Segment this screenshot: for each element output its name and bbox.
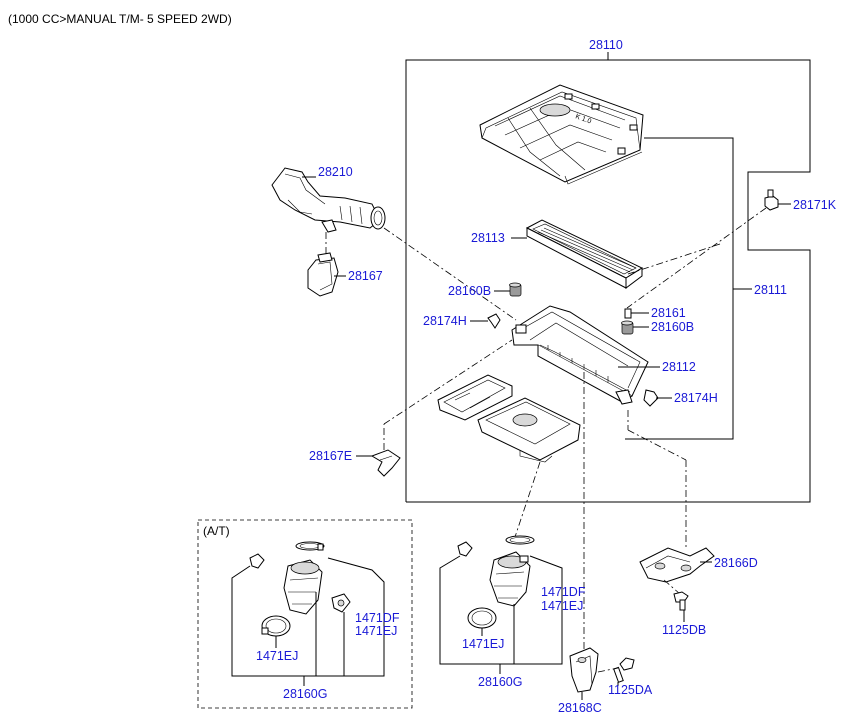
clip-left <box>487 313 501 329</box>
air-cleaner-lower-housing <box>511 305 649 405</box>
bracket-28168c <box>569 647 599 693</box>
assembly-frame <box>405 52 811 503</box>
label-1125db[interactable]: 1125DB <box>662 623 706 637</box>
resonator-tray-right <box>477 397 581 463</box>
label-1471ej-mid-side[interactable]: 1471EJ <box>541 599 583 613</box>
at-sensor-left <box>249 553 265 569</box>
pin-28161 <box>624 308 632 319</box>
air-cleaner-cover: K 1.0 <box>479 84 644 185</box>
bracket-28166d <box>639 547 715 583</box>
label-28167e[interactable]: 28167E <box>309 449 352 463</box>
label-28111[interactable]: 28111 <box>754 283 787 297</box>
at-clamp-bottom <box>261 615 291 637</box>
resonator-tray-left <box>437 374 513 421</box>
model-caption: (1000 CC>MANUAL T/M- 5 SPEED 2WD) <box>8 12 232 26</box>
label-28160b-left[interactable]: 28160B <box>448 284 491 298</box>
label-28174h-right[interactable]: 28174H <box>674 391 718 405</box>
label-1471ej-mid-bottom[interactable]: 1471EJ <box>462 637 504 651</box>
label-28174h-left[interactable]: 28174H <box>423 314 467 328</box>
label-1471ej-left-side[interactable]: 1471EJ <box>355 624 397 638</box>
label-28113[interactable]: 28113 <box>471 231 505 245</box>
label-28167[interactable]: 28167 <box>348 269 383 283</box>
air-intake-hose <box>271 167 386 233</box>
grommet-right <box>621 320 634 335</box>
at-inset-label: (A/T) <box>203 524 230 538</box>
label-28210[interactable]: 28210 <box>318 165 353 179</box>
air-filter-element <box>525 219 644 289</box>
at-clamp-top <box>295 541 325 551</box>
label-28161[interactable]: 28161 <box>651 306 686 320</box>
hose-bracket <box>307 252 339 297</box>
bolt-28171k <box>764 189 779 211</box>
label-28166d[interactable]: 28166D <box>714 556 758 570</box>
leader-28111 <box>625 137 752 440</box>
label-28160g-mid[interactable]: 28160G <box>478 675 522 689</box>
at-inset-frame <box>197 519 413 709</box>
bracket-28167e <box>370 449 401 477</box>
mid-intake-duct <box>489 551 531 607</box>
clip-right <box>643 389 659 407</box>
bolt-1125db <box>673 591 689 611</box>
label-1125da[interactable]: 1125DA <box>608 683 653 697</box>
label-28171k[interactable]: 28171K <box>793 198 837 212</box>
label-28110[interactable]: 28110 <box>589 38 623 52</box>
mid-clamp-top <box>505 535 535 545</box>
mid-sensor-left <box>457 541 473 557</box>
grommet-left <box>509 282 522 297</box>
label-28112[interactable]: 28112 <box>662 360 696 374</box>
at-intake-duct <box>283 559 323 615</box>
mid-clamp-bottom <box>467 607 497 629</box>
label-1471df-mid[interactable]: 1471DF <box>541 585 586 599</box>
label-28160g-left[interactable]: 28160G <box>283 687 327 701</box>
label-1471df-left[interactable]: 1471DF <box>355 611 400 625</box>
label-28160b-right[interactable]: 28160B <box>651 320 694 334</box>
at-sensor-right <box>331 593 351 613</box>
label-28168c[interactable]: 28168C <box>558 701 602 715</box>
label-1471ej-left-bottom[interactable]: 1471EJ <box>256 649 298 663</box>
bolt-1125da <box>613 657 635 683</box>
